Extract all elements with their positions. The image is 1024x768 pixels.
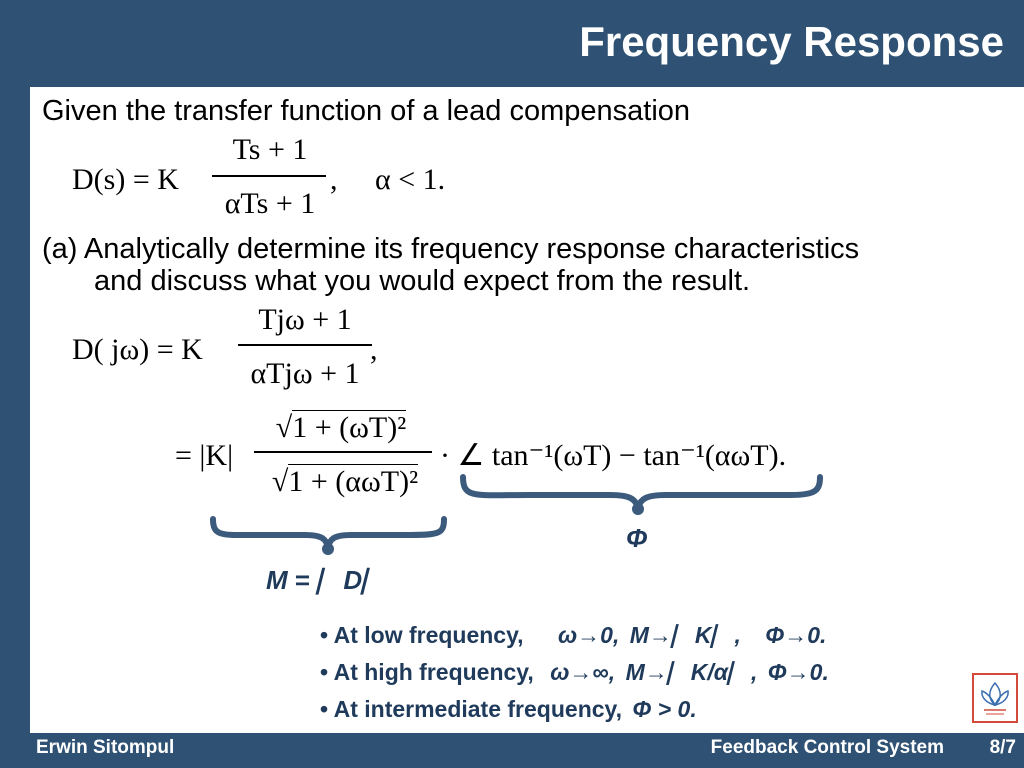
eq1-condition: , α < 1. [330,163,446,196]
footer-course: Feedback Control System [710,737,944,758]
intro-text: Given the transfer function of a lead co… [42,95,691,127]
eq2-tail: , [370,333,378,366]
bullet-label: • At intermediate frequency, [320,696,623,722]
lotus-logo-icon [981,681,1009,715]
bullet-label: • At high frequency, [320,659,534,685]
phi-brace [460,474,823,516]
slide-content: Given the transfer function of a lead co… [30,87,1024,733]
sqrt-symbol-den: √ [271,465,289,498]
footer-author: Erwin Sitompul [36,737,175,758]
brace-graphics [210,474,823,555]
eq3-fraction-line [254,451,432,453]
eq1-fraction-line [212,175,326,177]
part-a-line2: and discuss what you would expect from t… [94,265,751,297]
phi-label: Φ [626,523,648,553]
eq2-numerator: Tjω + 1 [258,303,352,336]
m-equals: = [287,565,318,595]
eq3-num-radicand: 1 + (ωT)² [292,410,407,444]
eq1-numerator: Ts + 1 [232,133,308,166]
eq2-lhs: D( jω) = K [72,333,203,366]
bullet-phi: Φ > 0. [632,696,697,722]
m-magnitude: ⎸D⎸ [317,565,389,595]
eq3-den-radicand: 1 + (αωT)² [288,464,419,498]
eq1-denominator: αTs + 1 [224,187,316,220]
part-a-line1: (a) Analytically determine its frequency… [42,233,860,265]
bullet-phi: Φ→0. [767,659,829,685]
slide-title: Frequency Response [579,18,1004,65]
university-logo [972,673,1018,723]
bullet-omega: ω→∞, [550,659,616,685]
footer-page-number: 8/7 [989,737,1016,758]
eq3-num-sqrt: √1 + (ωT)² [256,410,426,444]
eq3-den-sqrt: √1 + (αωT)² [254,464,436,498]
eq2-fraction-line [238,344,372,346]
eq1-lhs: D(s) = K [72,163,179,196]
bullet-low-frequency: • At low frequency, ω→0, M→⎸K⎸, Φ→0. [320,622,826,649]
m-brace-dot [322,543,334,555]
sqrt-symbol-num: √ [275,411,293,444]
bullet-intermediate-frequency: • At intermediate frequency, Φ > 0. [320,696,697,723]
bullet-high-frequency: • At high frequency, ω→∞, M→⎸K/α⎸, Φ→0. [320,659,829,686]
bullet-label: • At low frequency, [320,622,524,648]
eq3-angle: · ∠ tan⁻¹(ωT) − tan⁻¹(αωT). [440,439,787,472]
m-brace [210,516,447,548]
eq2-denominator: αTjω + 1 [250,357,360,390]
m-symbol: M [266,565,288,595]
eq3-prefix: = |K| [175,439,234,472]
m-label: M = ⎸D⎸ [266,565,388,597]
bullet-phi: Φ→0. [765,622,827,648]
bullet-m: M→⎸K/α⎸, [625,659,758,685]
bullet-m: M→⎸K⎸, [629,622,741,648]
bullet-omega: ω→0, [557,622,620,648]
phi-brace-dot [632,503,644,515]
